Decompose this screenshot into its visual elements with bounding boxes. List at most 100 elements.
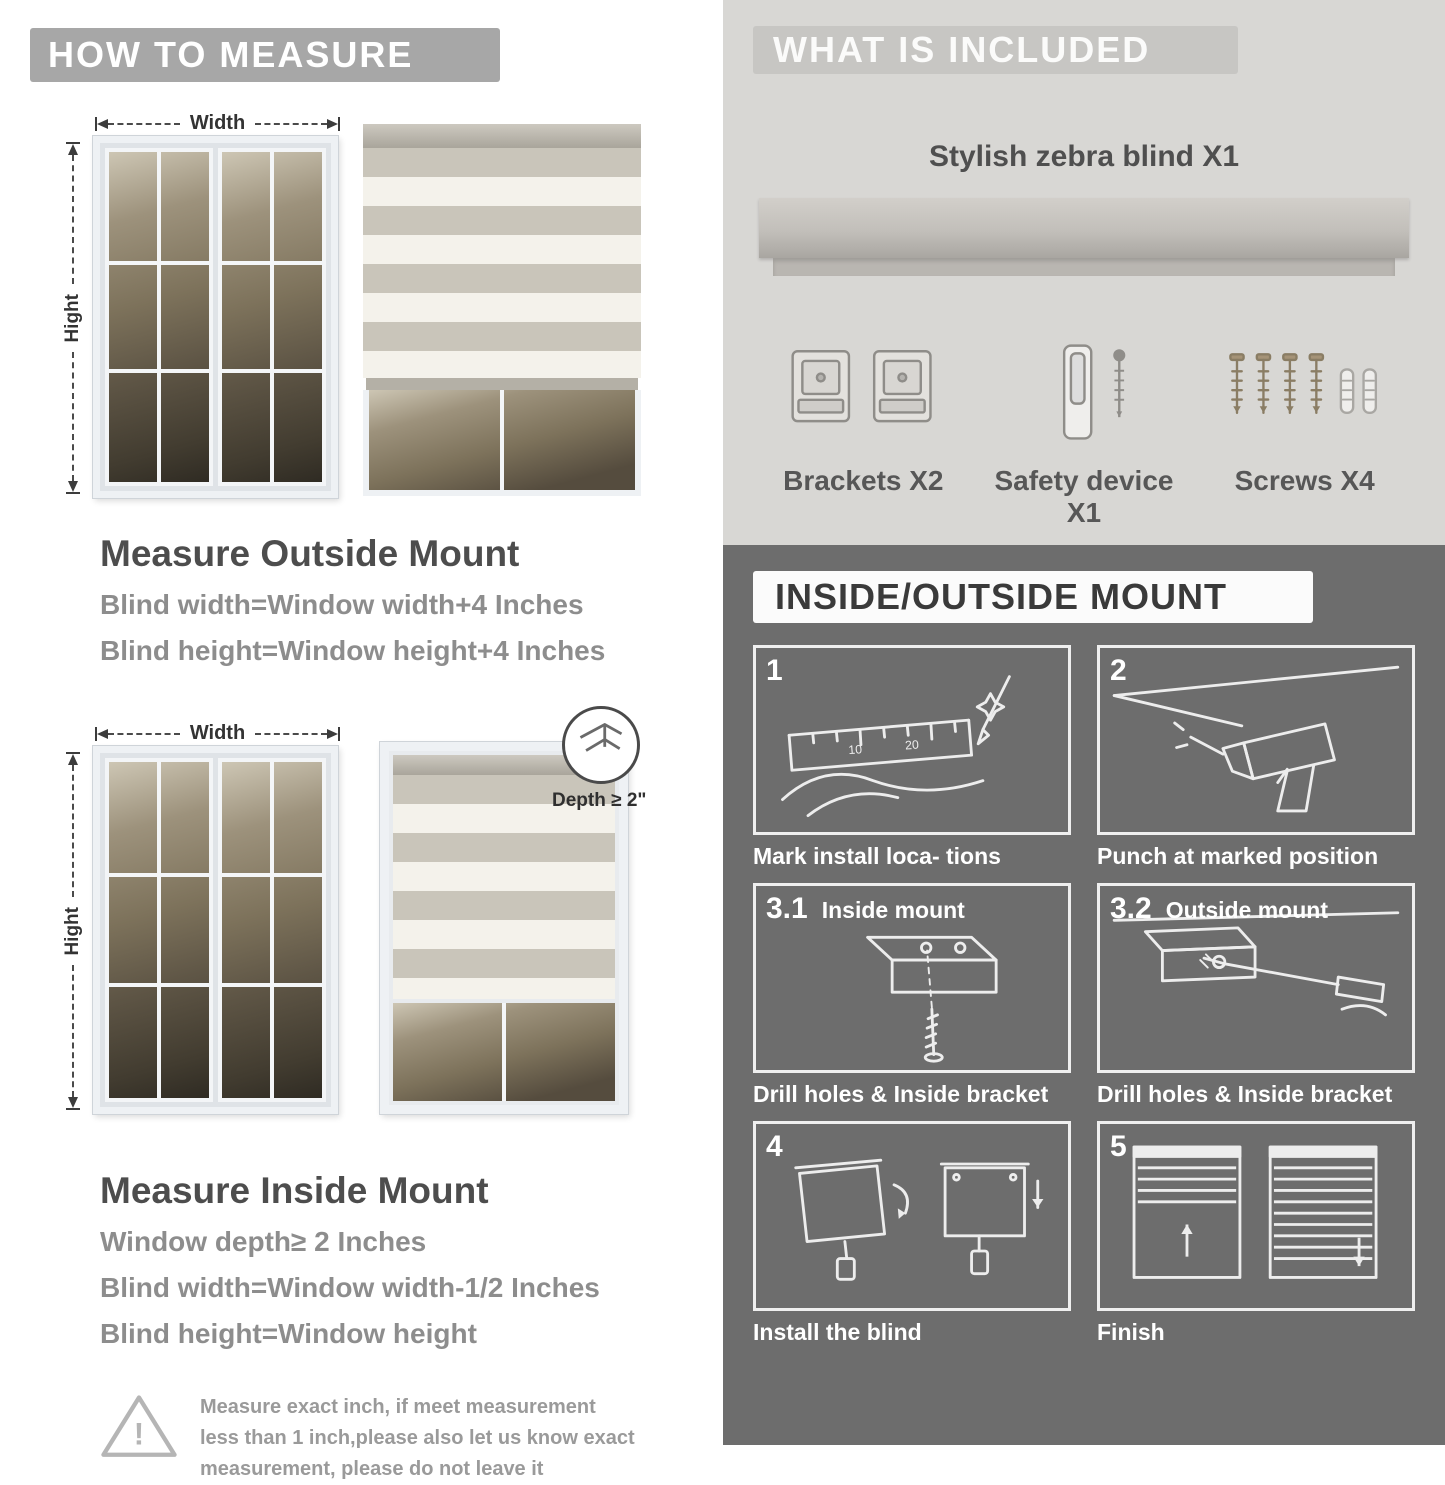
arrow-tick: [338, 116, 341, 131]
step-title: Inside mount: [821, 897, 965, 923]
step-head: 3.1 Inside mount: [766, 892, 965, 926]
arrow-head-left-icon: [97, 728, 108, 739]
inside-formula-depth: Window depth≥ 2 Inches: [100, 1226, 427, 1257]
step-panel-2: 2: [1097, 645, 1415, 873]
step-number: 4: [766, 1130, 783, 1163]
height-arrow: Hight: [62, 142, 84, 495]
arrow-dash: [72, 352, 74, 482]
window-photo: [93, 746, 338, 1114]
arrow-tick: [338, 726, 341, 741]
step-head: 2: [1110, 654, 1141, 688]
mount-steps-grid: 1: [753, 645, 1415, 1359]
mount-header: INSIDE/OUTSIDE MOUNT: [753, 571, 1313, 623]
right-column: WHAT IS INCLUDED Stylish zebra blind X1: [723, 0, 1445, 1445]
outside-mount-title: Measure Outside Mount: [100, 533, 520, 574]
arrow-head-up-icon: [68, 144, 78, 155]
arrow-head-down-icon: [68, 481, 78, 493]
arrow-dash: [72, 965, 74, 1098]
step-number: 1: [766, 654, 783, 687]
step-number: 3.2: [1110, 892, 1152, 925]
blind-item-label: Stylish zebra blind X1: [928, 140, 1240, 173]
arrow-head-right-icon: [327, 118, 339, 129]
window-corner-detail-icon: [579, 723, 623, 752]
step-box: 3.2 Outside mount: [1097, 883, 1415, 1073]
arrow-head-right-icon: [327, 728, 339, 739]
width-arrow: Width: [95, 722, 341, 745]
svg-text:!: !: [134, 1416, 144, 1451]
arrow-head-left-icon: [97, 118, 108, 129]
step-box: 5: [1097, 1121, 1415, 1311]
height-label: Hight: [62, 906, 83, 956]
depth-detail-circle: [562, 706, 640, 784]
arrow-tick: [66, 492, 80, 495]
outside-formula-height: Blind height=Window height+4 Inches: [100, 635, 606, 666]
step-caption: Mark install loca- tions: [753, 843, 1001, 869]
window-sash: [105, 148, 213, 486]
step-title: Outside mount: [1165, 897, 1328, 923]
step-caption: Finish: [1097, 1319, 1165, 1345]
included-items-row: [753, 325, 1415, 460]
arrow-dash: [108, 122, 180, 125]
inside-bracket-illustration-icon: [866, 935, 998, 1063]
step-caption: Drill holes & Inside bracket: [1097, 1081, 1393, 1107]
what-is-included-header: WHAT IS INCLUDED: [753, 26, 1238, 74]
step-caption: Install the blind: [753, 1319, 922, 1345]
arrow-dash: [255, 122, 328, 125]
how-to-measure-header: HOW TO MEASURE: [30, 28, 500, 82]
step-number: 5: [1110, 1130, 1127, 1163]
step-box: 2: [1097, 645, 1415, 835]
mount-instructions-section: INSIDE/OUTSIDE MOUNT 1: [723, 545, 1445, 1445]
warning-triangle-icon: !: [101, 1395, 177, 1457]
arrow-dash: [255, 732, 328, 735]
step-box: 3.1 Inside mount: [753, 883, 1071, 1073]
arrow-head-down-icon: [68, 1097, 78, 1109]
included-item-labels: Brackets X2 Safety device X1 Screws X4: [753, 465, 1415, 529]
zebra-blind-inside-mount: [380, 742, 628, 1114]
window-below-blind: [393, 1003, 615, 1101]
arrow-head-up-icon: [68, 754, 78, 765]
drill-illustration-icon: [1112, 665, 1400, 813]
step-head: 1: [766, 654, 797, 688]
svg-text:20: 20: [905, 738, 920, 753]
step-caption: Drill holes & Inside bracket: [753, 1081, 1049, 1107]
outside-mount-figure: Width Hight: [0, 112, 723, 517]
svg-text:10: 10: [848, 742, 863, 757]
step-panel-4: 4: [753, 1121, 1071, 1349]
arrow-tick: [66, 142, 80, 144]
headrail-bar: [759, 198, 1409, 258]
finish-illustration-icon: [1132, 1145, 1378, 1279]
width-label: Width: [189, 112, 246, 134]
width-label: Width: [189, 722, 246, 744]
warning-text: Measure exact inch, if meet measurement …: [200, 1396, 635, 1480]
width-arrow: Width: [95, 112, 341, 135]
height-arrow: Hight: [62, 752, 84, 1111]
window-below-blind: [363, 390, 641, 496]
step-panel-3-1: 3.1 Inside mount: [753, 883, 1071, 1111]
mark-location-illustration-icon: 10 20: [781, 675, 1011, 818]
blind-stripes: [393, 775, 615, 999]
screws-icon: [1228, 352, 1377, 414]
safety-device-label: Safety device X1: [994, 465, 1174, 528]
blind-headrail: [393, 755, 615, 775]
zebra-blind-outside-mount: [363, 124, 641, 496]
step-panel-5: 5: [1097, 1121, 1415, 1349]
how-to-measure-section: HOW TO MEASURE Width Hight: [0, 0, 723, 1480]
arrow-tick: [95, 726, 97, 741]
step-panel-1: 1: [753, 645, 1071, 873]
outside-formula-width: Blind width=Window width+4 Inches: [100, 589, 584, 620]
step-panel-3-2: 3.2 Outside mount: [1097, 883, 1415, 1111]
inside-mount-title: Measure Inside Mount: [100, 1170, 489, 1211]
window-sash: [218, 758, 326, 1102]
inside-formula-width: Blind width=Window width-1/2 Inches: [100, 1272, 600, 1303]
arrow-tick: [95, 116, 97, 131]
step-head: 4: [766, 1130, 797, 1164]
height-label: Hight: [62, 293, 83, 343]
screws-label: Screws X4: [1234, 465, 1375, 496]
step-number: 2: [1110, 654, 1127, 687]
what-is-included-section: WHAT IS INCLUDED Stylish zebra blind X1: [723, 0, 1445, 545]
step-caption: Punch at marked position: [1097, 843, 1379, 869]
step-head: 3.2 Outside mount: [1110, 892, 1328, 926]
blind-bottomrail: [366, 378, 638, 390]
window-sash: [105, 758, 213, 1102]
